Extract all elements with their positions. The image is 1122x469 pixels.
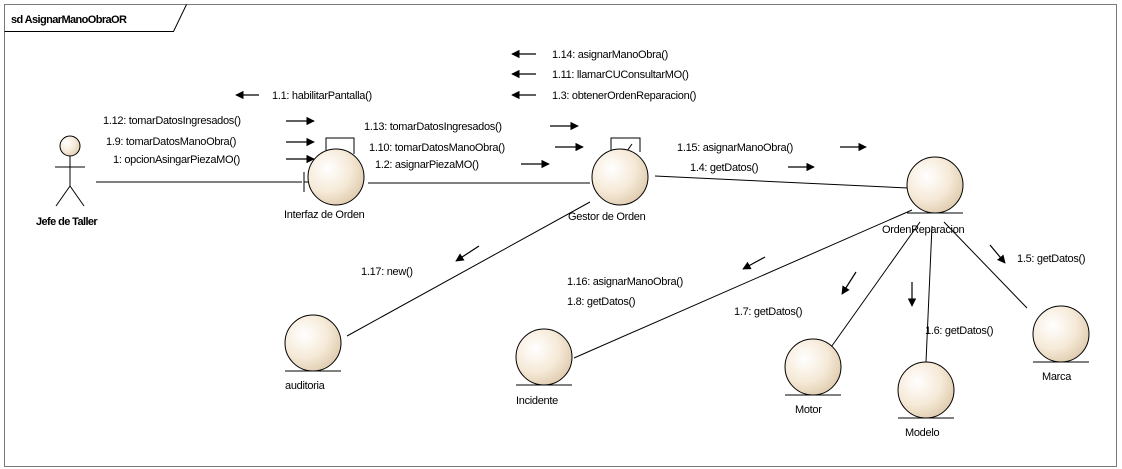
object-motor[interactable]: Motor bbox=[784, 338, 842, 416]
frame-title: sd AsignarManoObraOR bbox=[11, 14, 127, 26]
msg-1-17: 1.17: new() bbox=[361, 266, 413, 278]
actor-jefe-de-taller[interactable]: Jefe de Taller bbox=[36, 135, 99, 228]
entity-icon bbox=[784, 338, 842, 396]
arrow-1-5 bbox=[989, 244, 1006, 264]
object-modelo[interactable]: Modelo bbox=[897, 361, 955, 439]
control-icon bbox=[591, 148, 649, 206]
arrow-1-16 bbox=[742, 256, 766, 270]
entity-icon bbox=[1032, 305, 1090, 363]
diagram-frame: sd AsignarManoObraOR bbox=[4, 4, 1117, 467]
object-interfaz-de-orden[interactable]: Interfaz de Orden bbox=[284, 148, 365, 221]
actor-head bbox=[59, 135, 81, 157]
link-orden-motor bbox=[828, 221, 921, 351]
actor-name: Jefe de Taller bbox=[36, 216, 98, 228]
object-label-gestor: Gestor de Orden bbox=[568, 211, 646, 223]
msg-1-8: 1.8: getDatos() bbox=[567, 296, 635, 308]
actor-left-leg bbox=[55, 185, 71, 207]
msg-1-14: 1.14: asignarManoObra() bbox=[552, 49, 668, 61]
msg-1-2: 1.2: asignarPiezaMO() bbox=[375, 159, 479, 171]
actor-right-leg bbox=[69, 185, 85, 207]
arrow-1-7 bbox=[841, 271, 857, 295]
object-auditoria[interactable]: auditoria bbox=[284, 314, 342, 392]
object-label-marca: Marca bbox=[1042, 371, 1072, 383]
msg-1-7: 1.7: getDatos() bbox=[734, 306, 802, 318]
self-link-interfaz bbox=[325, 137, 355, 154]
object-label-modelo: Modelo bbox=[905, 427, 939, 439]
msg-1-15: 1.15: asignarManoObra() bbox=[677, 142, 793, 154]
link-orden-marca bbox=[943, 221, 1028, 309]
msg-1-12: 1.12: tomarDatosIngresados() bbox=[103, 115, 241, 127]
entity-icon bbox=[284, 314, 342, 372]
links bbox=[96, 137, 1028, 363]
msg-1-1: 1.1: habilitarPantalla() bbox=[272, 90, 372, 102]
msg-1-13: 1.13: tomarDatosIngresados() bbox=[364, 121, 502, 133]
msg-1-5: 1.5: getDatos() bbox=[1017, 253, 1085, 265]
object-marca[interactable]: Marca bbox=[1032, 305, 1090, 383]
boundary-icon bbox=[307, 148, 365, 206]
object-orden-reparacion[interactable]: OrdenReparacion bbox=[882, 156, 965, 236]
object-incidente[interactable]: Incidente bbox=[515, 328, 573, 407]
entity-icon bbox=[515, 328, 573, 386]
link-orden-modelo bbox=[925, 225, 933, 363]
link-orden-incidente bbox=[573, 209, 913, 359]
msg-1-10: 1.10: tomarDatosManoObra() bbox=[369, 142, 505, 154]
object-label-incidente: Incidente bbox=[516, 395, 558, 407]
object-label-orden: OrdenReparacion bbox=[882, 224, 965, 236]
msg-1-16: 1.16: asignarManoObra() bbox=[567, 276, 683, 288]
object-label-motor: Motor bbox=[795, 404, 822, 416]
link-gestor-orden bbox=[654, 175, 909, 189]
object-label-interfaz: Interfaz de Orden bbox=[284, 209, 365, 221]
object-label-auditoria: auditoria bbox=[285, 380, 326, 392]
message-arrows bbox=[235, 49, 1006, 307]
msg-1-3: 1.3: obtenerOrdenReparacion() bbox=[552, 90, 696, 102]
entity-icon bbox=[906, 156, 964, 214]
self-link-gestor bbox=[610, 137, 641, 154]
msg-1-6: 1.6: getDatos() bbox=[925, 325, 993, 337]
msg-1: 1: opcionAsingarPiezaMO() bbox=[113, 154, 240, 166]
object-gestor-de-orden[interactable]: Gestor de Orden bbox=[568, 148, 649, 223]
msg-1-4: 1.4: getDatos() bbox=[690, 162, 758, 174]
entity-icon bbox=[897, 361, 955, 419]
msg-1-9: 1.9: tomarDatosManoObra() bbox=[106, 136, 236, 148]
link-gestor-auditoria bbox=[346, 201, 591, 337]
message-labels: 1.1: habilitarPantalla() 1.12: tomarDato… bbox=[103, 49, 1086, 337]
msg-1-11: 1.11: llamarCUConsultarMO() bbox=[552, 69, 689, 81]
arrow-1-17 bbox=[455, 245, 480, 262]
